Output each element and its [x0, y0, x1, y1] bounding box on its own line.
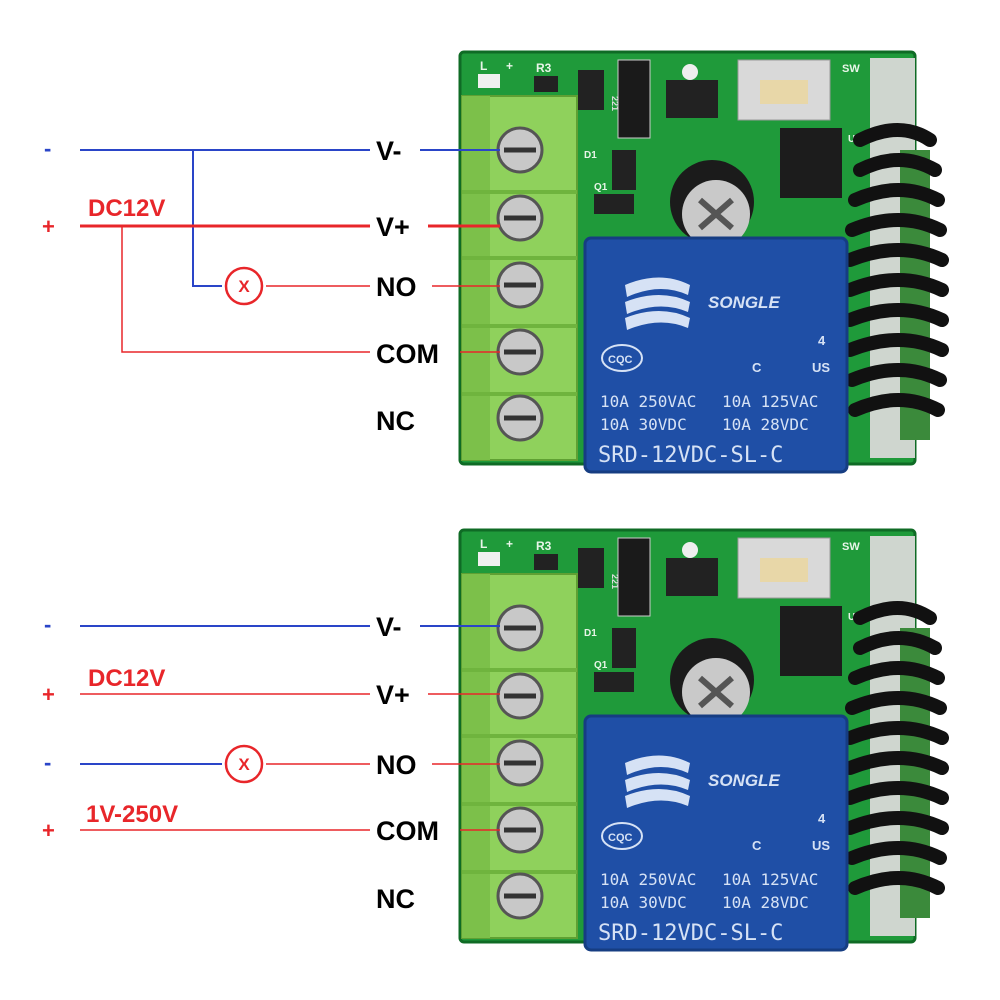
silk-l: L — [480, 537, 487, 551]
silk-sw: SW — [842, 63, 860, 75]
pin-label-v-minus: V- — [376, 612, 402, 642]
diagram-canvas-bottom: L + R3 SW D1 Q1 U2 221 — [42, 528, 949, 952]
relay-cert-cqc: CQC — [608, 354, 633, 366]
silk-l: L — [480, 59, 487, 73]
relay-rating-ac-left: 10A 250VAC — [600, 870, 696, 889]
silk-r3: R3 — [536, 539, 552, 553]
relay-rating-dc-right: 10A 28VDC — [722, 893, 809, 912]
relay-brand: SONGLE — [708, 293, 780, 312]
wiring-diagram-dc-load: L + R3 SW D1 Q1 U2 221 — [0, 0, 1000, 480]
transistor-q1 — [594, 194, 634, 214]
relay-rating-dc-right: 10A 28VDC — [722, 415, 809, 434]
button-cap — [760, 80, 808, 104]
relay-rating-dc-left: 10A 30VDC — [600, 415, 687, 434]
relay-ul-num: 4 — [818, 333, 826, 348]
wires — [80, 625, 500, 831]
silk-d1: D1 — [584, 628, 597, 639]
load-symbol: X — [238, 755, 250, 774]
antenna-coil — [843, 601, 949, 918]
led — [478, 552, 500, 566]
transistor-q1 — [594, 672, 634, 692]
relay: SONGLE CQC C US 4 10A 250VAC 10A 125VAC … — [583, 236, 849, 474]
relay-ul-us: US — [812, 360, 830, 375]
pin-label-nc: NC — [376, 406, 415, 436]
silk-q1: Q1 — [594, 182, 608, 193]
relay-rating-dc-left: 10A 30VDC — [600, 893, 687, 912]
pin-label-v-minus: V- — [376, 136, 402, 166]
silk-221: 221 — [610, 96, 620, 111]
terminal-screws — [496, 126, 544, 442]
diode-d1 — [612, 150, 636, 190]
relay-brand: SONGLE — [708, 771, 780, 790]
regulator — [666, 558, 718, 596]
relay-cert-cqc: CQC — [608, 832, 633, 844]
plus-sign: + — [42, 214, 55, 239]
regulator — [666, 80, 718, 118]
load-symbol: X — [238, 277, 250, 296]
minus-sign: - — [44, 136, 51, 161]
load-lamp-icon: X — [224, 266, 264, 306]
silk-plus: + — [506, 59, 513, 73]
pin-label-com: COM — [376, 816, 439, 846]
inductor — [617, 59, 651, 139]
led-indicator — [682, 64, 698, 80]
antenna-coil — [843, 123, 949, 440]
relay-ul-num: 4 — [818, 811, 826, 826]
diode-d1 — [612, 628, 636, 668]
supply-label: DC12V — [88, 195, 165, 222]
silk-q1: Q1 — [594, 660, 608, 671]
minus-sign-supply: - — [44, 612, 51, 637]
plus-sign-load: + — [42, 818, 55, 843]
button-cap — [760, 558, 808, 582]
pin-label-no: NO — [376, 750, 417, 780]
relay-rating-ac-left: 10A 250VAC — [600, 392, 696, 411]
pin-label-com: COM — [376, 339, 439, 369]
relay-model: SRD-12VDC-SL-C — [598, 443, 783, 468]
supply-label: DC12V — [88, 665, 165, 692]
inductor — [617, 537, 651, 617]
smd-component — [578, 548, 604, 588]
relay-model: SRD-12VDC-SL-C — [598, 921, 783, 946]
pin-label-no: NO — [376, 272, 417, 302]
led-indicator — [682, 542, 698, 558]
relay-ul-c: C — [752, 838, 762, 853]
smd-component — [578, 70, 604, 110]
ic-chip — [780, 606, 842, 676]
resistor-r3 — [534, 554, 558, 570]
relay-rating-ac-right: 10A 125VAC — [722, 392, 818, 411]
relay-ul-c: C — [752, 360, 762, 375]
plus-sign-supply: + — [42, 682, 55, 707]
load-lamp-icon: X — [224, 744, 264, 784]
minus-sign-load: - — [44, 750, 51, 775]
silk-221: 221 — [610, 574, 620, 589]
pin-label-v-plus: V+ — [376, 212, 410, 242]
silk-sw: SW — [842, 541, 860, 553]
pin-label-v-plus: V+ — [376, 680, 410, 710]
silk-r3: R3 — [536, 61, 552, 75]
wires — [80, 149, 500, 353]
resistor-r3 — [534, 76, 558, 92]
relay: SONGLE CQC C US 4 10A 250VAC 10A 125VAC … — [583, 714, 849, 952]
diagram-canvas: L + R3 SW D1 Q1 U2 221 — [42, 50, 949, 474]
terminal-screws — [496, 604, 544, 920]
load-supply-label: 1V-250V — [86, 801, 178, 828]
pin-label-nc: NC — [376, 884, 415, 914]
silk-d1: D1 — [584, 150, 597, 161]
ic-chip — [780, 128, 842, 198]
relay-ul-us: US — [812, 838, 830, 853]
silk-plus: + — [506, 537, 513, 551]
led — [478, 74, 500, 88]
relay-rating-ac-right: 10A 125VAC — [722, 870, 818, 889]
wiring-diagram-ac-load: L + R3 SW D1 Q1 U2 221 — [0, 478, 1000, 958]
